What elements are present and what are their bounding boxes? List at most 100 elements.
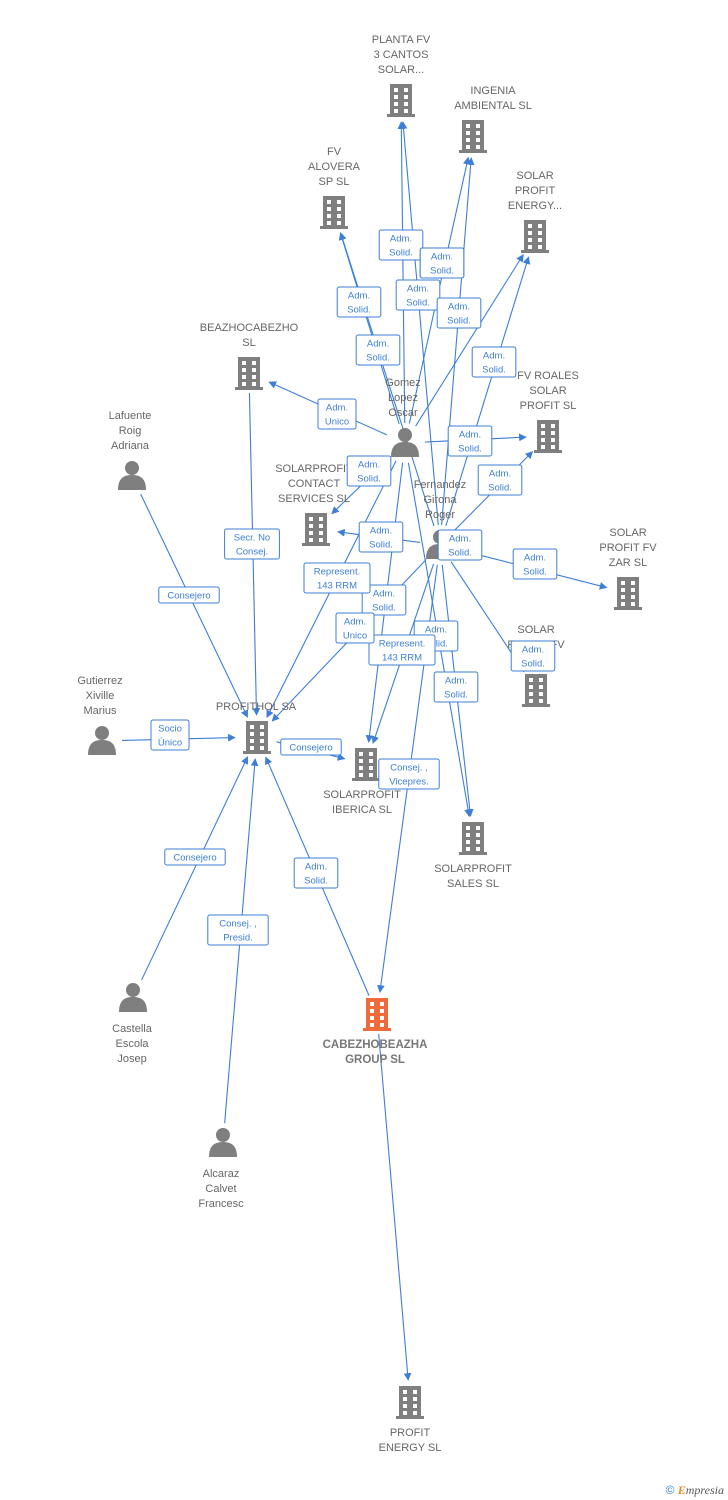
node-label: Castella	[112, 1023, 153, 1035]
brand-name: mpresia	[685, 1483, 724, 1497]
edge-label-fernandez-to-contact[interactable]: Adm.Solid.	[358, 521, 404, 553]
person-icon	[391, 428, 419, 457]
node-label: IBERICA SL	[332, 804, 392, 816]
edge-label-fernandez-to-ingenia[interactable]: Adm.Solid.	[419, 247, 465, 279]
edge-label-gomez-to-beazho[interactable]: Adm.Unico	[317, 398, 357, 430]
edge-label-box	[336, 286, 382, 318]
edge-label-box	[447, 425, 493, 457]
edge-label-fernandez-to-profithol[interactable]: Represent.143 RRM	[303, 562, 371, 594]
edge-label-gomez-to-profithol[interactable]: Represent. 143 RRM	[368, 634, 436, 666]
edge-label-gomez-to-contact[interactable]: Adm.Solid.	[346, 455, 392, 487]
node-sp_energy[interactable]: SOLARPROFITENERGY...	[508, 170, 562, 253]
edge-label-fernandez-to-alovera[interactable]: Adm.Solid.	[355, 334, 401, 366]
edge-label-text: Solid.	[444, 690, 468, 701]
building-icon	[522, 674, 550, 707]
edge-label-box	[419, 247, 465, 279]
edge-label-text: Solid.	[347, 305, 371, 316]
edge-label-text: Adm.	[373, 589, 395, 600]
edge-label-text: Solid.	[357, 474, 381, 485]
edge-label-text: Solid.	[488, 483, 512, 494]
node-label: PROFITHOL SA	[216, 701, 297, 713]
edge-label-gomez-to-roales[interactable]: Adm.Solid.	[447, 425, 493, 457]
edge-label-text: 143 RRM	[317, 581, 357, 592]
node-profithol[interactable]: PROFITHOL SA	[216, 701, 297, 754]
edge-label-fernandez-to-zar[interactable]: Adm.Solid.	[437, 529, 483, 561]
edge-label-fernandez-to-sp_energy[interactable]: Adm.Solid.	[471, 346, 517, 378]
edge-label-alcaraz-to-profithol[interactable]: Consejero	[164, 848, 226, 866]
edge-label-text: Represent.	[379, 639, 425, 650]
edge-label-gomez-to-planta[interactable]: Adm.Solid.	[378, 229, 424, 261]
edge-lafuente-to-profithol	[140, 493, 248, 718]
node-planta[interactable]: PLANTA FV3 CANTOSSOLAR...	[372, 34, 431, 117]
node-label: SERVICES SL	[278, 493, 350, 505]
edge-label-cabezho-to-profithol[interactable]: Consej. ,Presid.	[207, 914, 269, 946]
edge-label-gomez-to-alovera[interactable]: Adm.Solid.	[336, 286, 382, 318]
footer-brand: © Empresia	[666, 1483, 724, 1498]
edge-label-fernandez-to-sev[interactable]: Adm.Solid.	[512, 548, 558, 580]
edge-label-gomez-to-sp_energy[interactable]: Adm.Solid.	[436, 297, 482, 329]
edge-label-text: Secr. No	[234, 533, 270, 544]
edge-label-box	[512, 548, 558, 580]
node-label: ZAR SL	[609, 557, 648, 569]
edge-label-fernandez-to-planta[interactable]: Adm.Solid.	[395, 279, 441, 311]
building-icon	[363, 998, 391, 1031]
person-icon	[88, 726, 116, 755]
building-icon	[352, 748, 380, 781]
edge-label-cabezho-to-profit_energy[interactable]: Adm.Solid.	[293, 857, 339, 889]
edge-label-box	[335, 612, 375, 644]
edge-label-fernandez-to-sales[interactable]: Adm. Solid.	[433, 671, 479, 703]
node-label: Marius	[83, 705, 117, 717]
edge-label-text: Adm.	[390, 234, 412, 245]
edge-label-gomez-to-iberica[interactable]: Adm.Solid.	[510, 640, 556, 672]
edge-label-fernandez-to-cabezho[interactable]: Adm.Unico	[335, 612, 375, 644]
edge-label-box	[355, 334, 401, 366]
building-icon	[534, 420, 562, 453]
edge-label-fernandez-to-iberica[interactable]: Adm.Solid.	[361, 584, 407, 616]
edge-label-text: Socio	[158, 724, 182, 735]
building-icon	[521, 220, 549, 253]
edge-label-text: Solid.	[458, 444, 482, 455]
building-icon	[459, 822, 487, 855]
copyright-symbol: ©	[665, 1483, 675, 1497]
node-label: Fernandez	[414, 479, 467, 491]
node-label: SOLAR	[609, 527, 646, 539]
edge-label-text: Solid.	[304, 876, 328, 887]
edge-label-text: Consej. ,	[390, 763, 428, 774]
node-label: SALES SL	[447, 878, 499, 890]
edge-label-text: Adm.	[449, 534, 471, 545]
node-label: PLANTA FV	[372, 34, 431, 46]
edge-label-gutierrez-to-profithol[interactable]: Consejero	[158, 586, 220, 604]
edge-label-box	[317, 398, 357, 430]
node-label: Josep	[117, 1053, 146, 1065]
edge-label-castella-to-profithol[interactable]: Consejero	[280, 738, 342, 756]
edge-label-box	[436, 297, 482, 329]
node-label: Xiville	[86, 690, 115, 702]
edge-label-beazho-to-profithol[interactable]: Consej. ,Vicepres.	[378, 758, 440, 790]
edge-label-box	[293, 857, 339, 889]
edge-label-fernandez-to-roales[interactable]: Adm.Solid.	[477, 464, 523, 496]
edge-fernandez-to-alovera	[339, 232, 435, 527]
node-label: Roger	[425, 509, 455, 521]
edge-label-text: 143 RRM	[382, 653, 422, 664]
edge-label-text: Consejero	[289, 743, 332, 754]
brand-logo[interactable]: Empresia	[678, 1483, 724, 1497]
edge-label-text: Adm.	[445, 676, 467, 687]
